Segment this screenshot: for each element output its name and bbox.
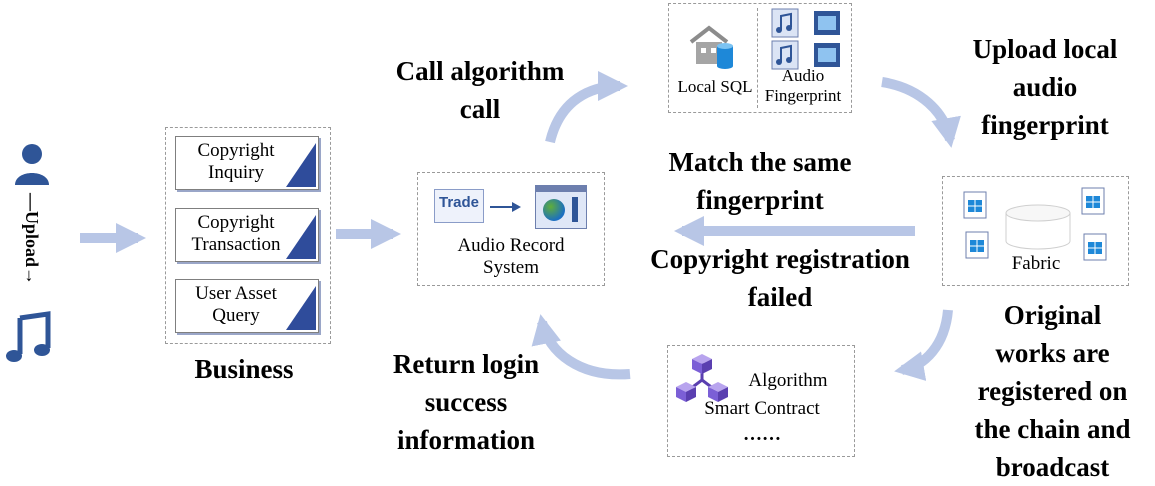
call-algorithm-line1: Call algorithm <box>395 56 565 86</box>
storage-panel: Local SQL Audio Fingerprint <box>668 3 852 113</box>
trade-label: Trade <box>439 194 480 211</box>
copyright-inquiry-line1: Copyright <box>197 140 275 161</box>
copyright-transaction-line1: Copyright <box>197 212 275 233</box>
original-line4: the chain and <box>974 414 1131 444</box>
arrow-call-algorithm <box>545 71 628 144</box>
fabric-label: Fabric <box>1011 253 1061 274</box>
database-icon <box>689 25 733 69</box>
fabric-panel: Fabric <box>942 176 1129 286</box>
music-file-icon <box>771 40 799 70</box>
video-file-icon <box>814 11 840 35</box>
corner-triangle-icon <box>286 143 316 187</box>
video-file-icon <box>814 43 840 67</box>
upload-fingerprint-line2: audio <box>1012 72 1078 102</box>
ledger-icon <box>963 191 987 219</box>
arrow-to-algorithm <box>894 309 953 381</box>
corner-triangle-icon <box>286 286 316 330</box>
registration-failed-label: Copyright registration failed <box>612 240 948 316</box>
copyright-transaction-line2: Transaction <box>191 234 281 255</box>
arrow-right-icon <box>490 202 521 212</box>
business-title: Business <box>194 354 294 384</box>
original-line3: registered on <box>977 376 1128 406</box>
algorithm-panel: Algorithm Smart Contract …… <box>667 345 855 457</box>
audio-record-title: Audio Record System <box>418 235 604 279</box>
arrow-return-success <box>531 314 631 380</box>
music-file-icon <box>771 8 799 38</box>
upload-fingerprint-line3: fingerprint <box>981 110 1109 140</box>
upload-label: —Upload→ <box>22 192 42 286</box>
user-asset-query-line1: User Asset <box>195 283 277 304</box>
audio-fingerprint-line2: Fingerprint <box>764 86 842 105</box>
call-algorithm-label: Call algorithm call <box>362 52 598 128</box>
return-line3: information <box>397 425 535 455</box>
arrow-upload-fingerprint <box>881 77 961 148</box>
algorithm-ellipsis: …… <box>743 424 781 445</box>
audio-record-line1: Audio Record <box>457 235 565 256</box>
algorithm-label: Algorithm <box>748 370 828 391</box>
original-line5: broadcast <box>995 452 1110 482</box>
ledger-icon <box>1083 233 1107 261</box>
audio-record-line2: System <box>483 257 539 278</box>
trade-document-icon: Trade <box>434 189 484 223</box>
match-line1: Match the same <box>668 147 852 177</box>
failed-line1: Copyright registration <box>650 244 910 274</box>
local-sql-label: Local SQL <box>677 77 753 96</box>
original-works-label: Original works are registered on the cha… <box>950 296 1155 486</box>
browser-globe-icon <box>535 185 587 229</box>
original-line1: Original <box>1003 300 1102 330</box>
upload-fingerprint-line1: Upload local <box>972 34 1118 64</box>
music-note-icon <box>6 311 51 362</box>
smart-contract-label: Smart Contract <box>704 398 820 419</box>
match-fingerprint-label: Match the same fingerprint <box>620 143 900 219</box>
audio-record-panel: Trade Audio Record System <box>417 172 605 286</box>
cylinder-icon <box>1005 204 1071 250</box>
user-asset-query-line2: Query <box>212 305 260 326</box>
audio-fingerprint-label: Audio Fingerprint <box>755 66 851 106</box>
match-line2: fingerprint <box>696 185 824 215</box>
copyright-inquiry-line2: Inquiry <box>208 162 264 183</box>
cube-network-icon <box>676 354 728 402</box>
ledger-icon <box>965 231 989 259</box>
audio-fingerprint-line1: Audio <box>781 66 825 85</box>
corner-triangle-icon <box>286 215 316 259</box>
call-algorithm-line2: call <box>459 94 501 124</box>
failed-line2: failed <box>747 282 813 312</box>
return-line2: success <box>424 387 508 417</box>
upload-fingerprint-label: Upload local audio fingerprint <box>935 30 1155 144</box>
return-line1: Return login <box>392 349 540 379</box>
ledger-icon <box>1081 187 1105 215</box>
return-success-label: Return login success information <box>360 345 572 459</box>
person-icon <box>15 144 49 185</box>
divider <box>757 8 758 108</box>
original-line2: works are <box>995 338 1110 368</box>
